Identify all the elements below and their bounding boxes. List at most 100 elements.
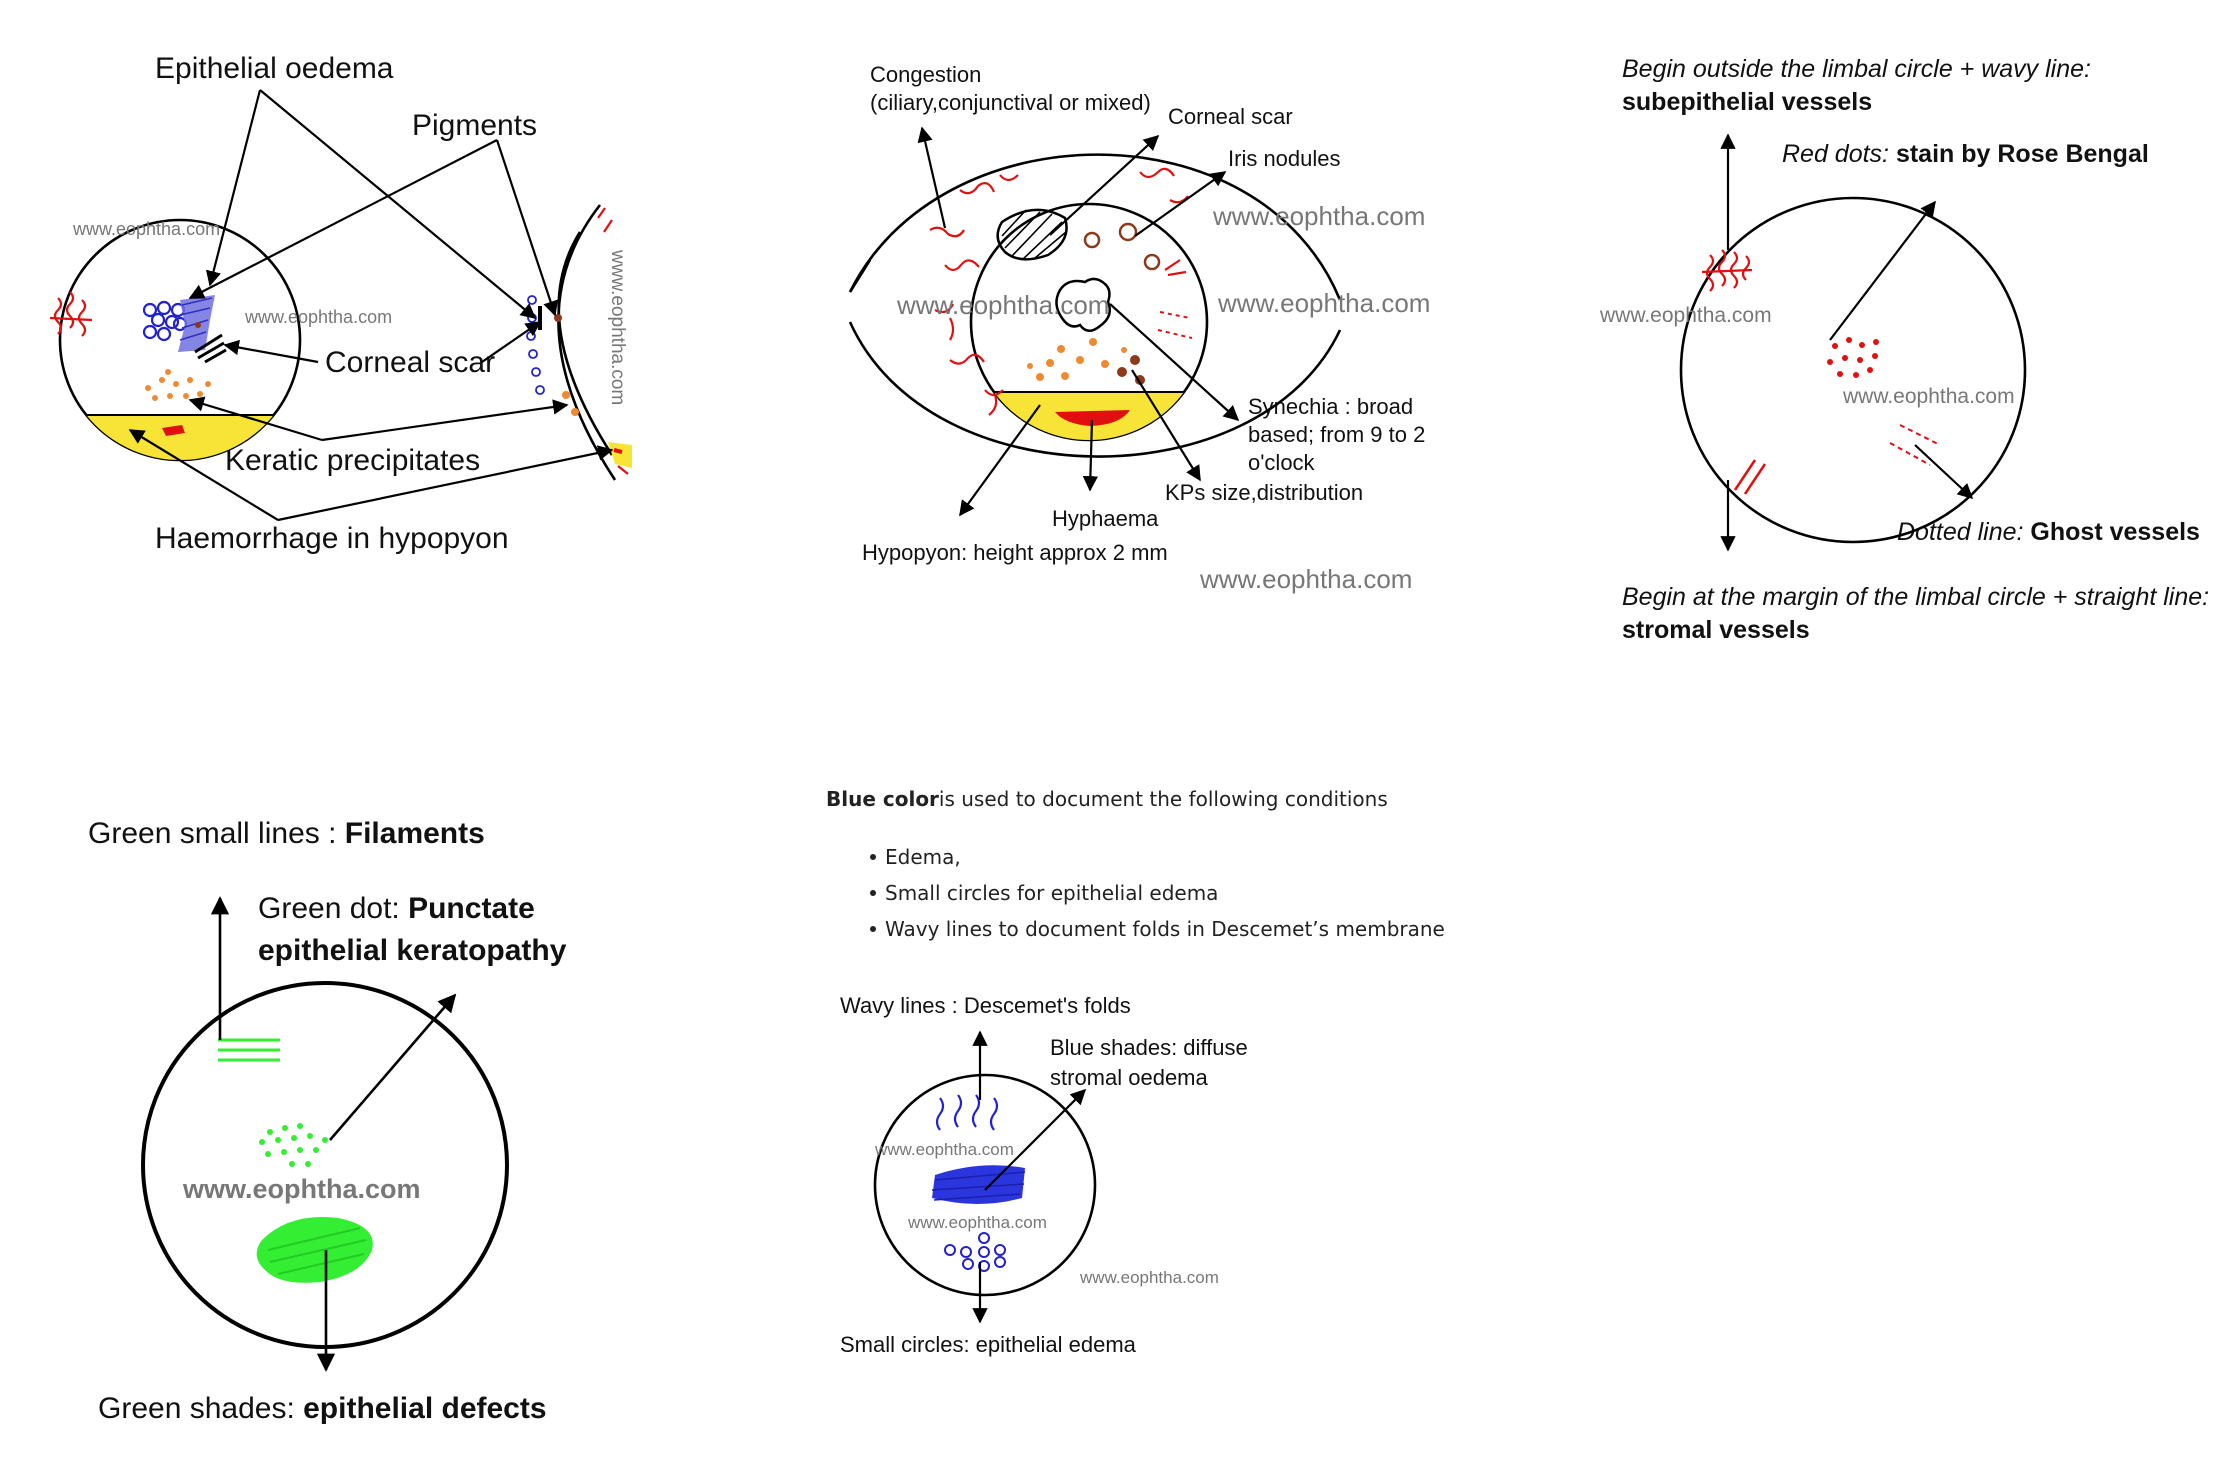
ghost-vessel-a — [1899, 424, 1941, 446]
label-red-dots: Red dots: stain by Rose Bengal — [1782, 140, 2149, 168]
side-hypopyon — [608, 442, 632, 468]
watermark-1a: www.eophtha.com — [72, 219, 220, 239]
haemorrhage-mark-1 — [162, 425, 185, 436]
label-corneal-scar-2: Corneal scar — [1168, 104, 1293, 129]
watermark-1b: www.eophtha.com — [244, 307, 392, 327]
dotted-prefix: Dotted line: — [1897, 518, 2030, 546]
green-shades-bold: epithelial defects — [303, 1392, 546, 1425]
arrows-panel-2 — [917, 126, 1240, 517]
vessel-wavy-2 — [65, 291, 75, 329]
label-green-lines: Green small lines : Filaments — [88, 817, 485, 850]
corneal-scar-hatch-lines — [1001, 209, 1067, 261]
label-synechia-2: based; from 9 to 2 — [1248, 422, 1425, 447]
oedema-circles-1 — [142, 300, 188, 342]
label-pigments: Pigments — [412, 109, 537, 142]
panel-anterior-segment: Congestion (ciliary,conjunctival or mixe… — [848, 62, 1430, 594]
label-green-dot: Green dot: Punctate — [258, 892, 535, 925]
label-congestion-2: (ciliary,conjunctival or mixed) — [870, 90, 1151, 115]
label-blue-shades-1: Blue shades: diffuse — [1050, 1035, 1248, 1060]
arrows-panel-3 — [1720, 133, 1974, 552]
stromal-vessel-b — [1743, 463, 1767, 495]
bullet-dot — [870, 890, 876, 896]
limbus-circle-3 — [1679, 196, 2027, 544]
watermark-2a: www.eophtha.com — [1212, 201, 1425, 231]
label-hyphaema: Hyphaema — [1052, 506, 1159, 531]
eyelid-lower — [848, 321, 1342, 458]
watermark-5b: www.eophtha.com — [907, 1213, 1047, 1232]
arrows-panel-5 — [972, 1030, 1087, 1324]
hyphaema-mark — [1055, 410, 1130, 426]
green-dot-prefix: Green dot: — [258, 892, 408, 925]
red-dots-bold: stain by Rose Bengal — [1896, 140, 2149, 168]
label-blue-shades-2: stromal oedema — [1050, 1065, 1209, 1090]
label-begin-margin: Begin at the margin of the limbal circle… — [1622, 583, 2209, 611]
stromal-oedema-shade — [932, 1165, 1025, 1204]
stromal-vessel-a — [1733, 459, 1757, 491]
side-pigment — [554, 314, 562, 322]
label-dotted-line: Dotted line: Ghost vessels — [1897, 518, 2200, 546]
label-wavy-lines: Wavy lines : Descemet's folds — [840, 993, 1131, 1018]
label-kps: KPs size,distribution — [1165, 480, 1363, 505]
filament-lines — [218, 1038, 280, 1062]
corneal-scar-marks-1 — [194, 333, 227, 364]
dashed-vessel-2b — [1157, 329, 1193, 339]
arrows-panel-4 — [210, 896, 457, 1372]
intro-rest: is used to document the following condit… — [939, 787, 1388, 811]
label-synechia-3: o'clock — [1248, 450, 1316, 475]
label-hypopyon: Hypopyon: height approx 2 mm — [862, 540, 1168, 565]
label-epithelial-oedema: Epithelial oedema — [155, 52, 394, 85]
side-vessels-top — [597, 207, 613, 233]
watermark-3a: www.eophtha.com — [1599, 304, 1772, 327]
vessel-wavy-3 — [77, 299, 87, 337]
side-kps — [562, 391, 579, 416]
label-begin-outside: Begin outside the limbal circle + wavy l… — [1622, 55, 2091, 83]
label-stromal: stromal vessels — [1622, 616, 1810, 644]
blue-color-bullets: Edema, Small circles for epithelial edem… — [870, 845, 1445, 941]
stromal-oedema-strokes — [931, 1171, 1026, 1201]
watermark-2c: www.eophtha.com — [1217, 288, 1430, 318]
dashed-vessel-2a — [1159, 311, 1191, 319]
label-corneal-scar-1: Corneal scar — [325, 346, 495, 379]
watermark-5c: www.eophtha.com — [1079, 1268, 1219, 1287]
watermark-4: www.eophtha.com — [182, 1174, 421, 1204]
green-lines-prefix: Green small lines : — [88, 817, 345, 850]
punctate-dots — [259, 1123, 328, 1167]
corneal-scar-hatch — [996, 208, 1068, 261]
iris-nodules — [1083, 222, 1161, 271]
label-small-circles: Small circles: epithelial edema — [840, 1332, 1137, 1357]
side-haemorrhage — [613, 448, 623, 454]
bullet-dot — [870, 854, 876, 860]
label-haemorrhage-hypopyon: Haemorrhage in hypopyon — [155, 522, 509, 555]
side-view-inner-arc — [557, 231, 614, 456]
green-lines-bold: Filaments — [345, 817, 485, 850]
bullet-dot — [870, 926, 876, 932]
epithelial-edema-circles — [944, 1232, 1006, 1272]
watermark-2b: www.eophtha.com — [896, 290, 1109, 320]
side-view-outer-arc — [557, 204, 617, 481]
cornea-circle-5 — [873, 1073, 1097, 1297]
pupil-irregular — [1055, 277, 1111, 332]
congestion-vessels — [929, 167, 1189, 416]
watermark-5a: www.eophtha.com — [874, 1140, 1014, 1159]
label-iris-nodules: Iris nodules — [1228, 146, 1341, 171]
descemet-folds — [935, 1094, 999, 1131]
ghost-vessel-b — [1889, 442, 1931, 466]
label-keratic-precipitates: Keratic precipitates — [225, 444, 480, 477]
eyelid-upper — [848, 153, 1342, 301]
watermark-2d: www.eophtha.com — [1199, 564, 1412, 594]
vessel-wavy-cross — [49, 316, 93, 322]
watermark-3b: www.eophtha.com — [1842, 385, 2015, 408]
eyelid-corner-upper — [848, 259, 872, 293]
arrows-panel-1 — [128, 89, 614, 522]
epithelial-defect-shade — [256, 1216, 373, 1283]
bullet-item: Wavy lines to document folds in Descemet… — [885, 917, 1445, 941]
label-green-shades: Green shades: epithelial defects — [98, 1392, 547, 1425]
blue-color-intro: Blue coloris used to document the follow… — [826, 787, 1388, 811]
intro-bold: Blue color — [826, 787, 939, 811]
epithelial-defect-strokes — [267, 1227, 367, 1275]
green-dot-bold-1: Punctate — [408, 892, 535, 925]
blue-shading-strokes-1 — [179, 297, 213, 341]
kps-dots-1 — [145, 369, 211, 401]
bullet-item: Small circles for epithelial edema — [885, 881, 1218, 905]
